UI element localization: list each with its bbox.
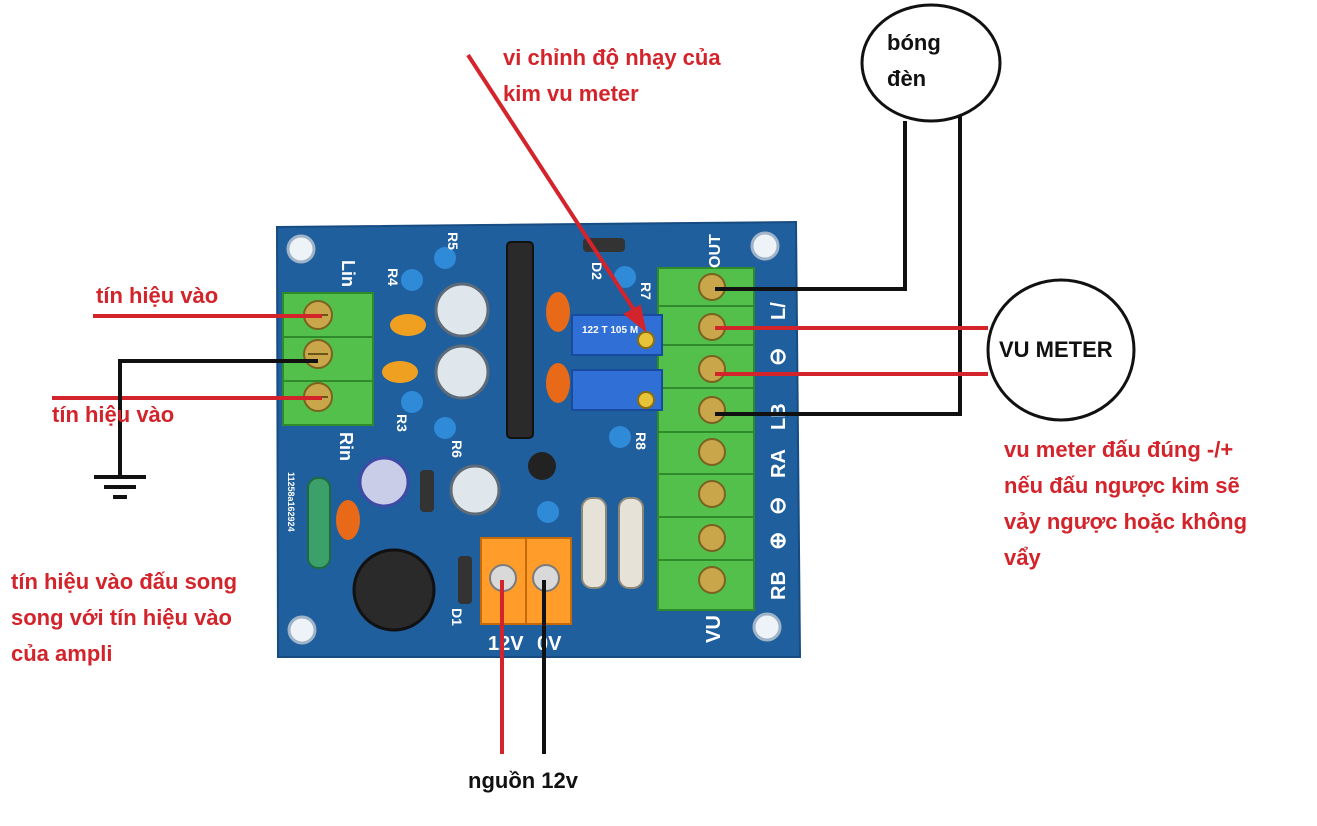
board-label-lb: LB: [768, 403, 790, 430]
heatsink: [506, 241, 534, 439]
board-label-r8: R8: [633, 432, 649, 450]
board-label-d1: D1: [449, 608, 465, 626]
vu-meter: [986, 278, 1136, 422]
input-signal-label-bottom: tín hiệu vào: [52, 402, 175, 427]
vu-driver-board: [275, 220, 802, 658]
lamp: [860, 3, 1002, 123]
power-terminal-block: [480, 537, 572, 625]
lamp-wire-return: [715, 115, 962, 416]
board-label-0v: 0V: [537, 633, 562, 655]
ceramic-capacitor: [336, 292, 570, 540]
board-label-plus: ⊕: [765, 532, 790, 550]
lamp-circle: [860, 3, 1002, 123]
mounting-hole: [750, 231, 780, 261]
ground-symbol: [94, 475, 146, 499]
trimmer-marking: 122 T 105 M: [582, 325, 638, 336]
sensitivity-trimmer: [571, 314, 663, 356]
diode: [420, 238, 625, 604]
sensitivity-trimmer: [571, 369, 663, 411]
board-label-d2: D2: [589, 262, 605, 280]
resistor: [307, 477, 644, 589]
vu-meter-label: VU METER: [999, 337, 1113, 362]
board-label-r5: R5: [445, 232, 461, 250]
sensitivity-trim-note: vi chỉnh độ nhạy của kim vu meter: [503, 45, 721, 106]
board-label-r3: R3: [394, 414, 410, 432]
input-signal-label-top: tín hiệu vào: [96, 283, 219, 308]
board-label-r4: R4: [385, 268, 401, 286]
board-label-l: L/: [768, 302, 790, 320]
board-label-minus-bottom: ⊖: [765, 497, 790, 515]
board-label-ra: RA: [768, 449, 790, 478]
board-label-r6: R6: [449, 440, 465, 458]
board-label-rin: Rin: [336, 432, 356, 461]
pointer-arrow-head: [623, 304, 647, 333]
input-parallel-note: tín hiệu vào đấu song song với tín hiệu …: [11, 569, 238, 666]
pointer-arrow-line: [466, 53, 640, 318]
lamp-wire-out: [715, 121, 907, 291]
board-label-minus-top: ⊖: [765, 348, 790, 366]
board-label-r7: R7: [638, 282, 654, 300]
board-label-rb: RB: [768, 571, 790, 600]
mounting-hole: [287, 615, 317, 645]
ground-wire: [118, 359, 318, 477]
mounting-hole: [286, 234, 316, 264]
board-label-12v: 12V: [488, 633, 524, 655]
board-label-out: OUT: [707, 234, 724, 268]
electrolytic-capacitor: [352, 282, 501, 632]
board-label-lin: Lin: [338, 260, 358, 287]
vu-meter-circle: [986, 278, 1136, 422]
meter-polarity-note: vu meter đấu đúng -/+ nếu đấu ngược kim …: [1004, 437, 1248, 570]
power-supply-label: nguồn 12v: [468, 768, 579, 793]
mounting-hole: [752, 612, 782, 642]
board-label-vu: VU: [703, 615, 725, 643]
output-terminal-block: [657, 267, 755, 611]
lamp-label: bóng đèn: [887, 30, 941, 91]
board-serial: 11258a162924: [286, 472, 296, 532]
transistor: [401, 247, 636, 523]
